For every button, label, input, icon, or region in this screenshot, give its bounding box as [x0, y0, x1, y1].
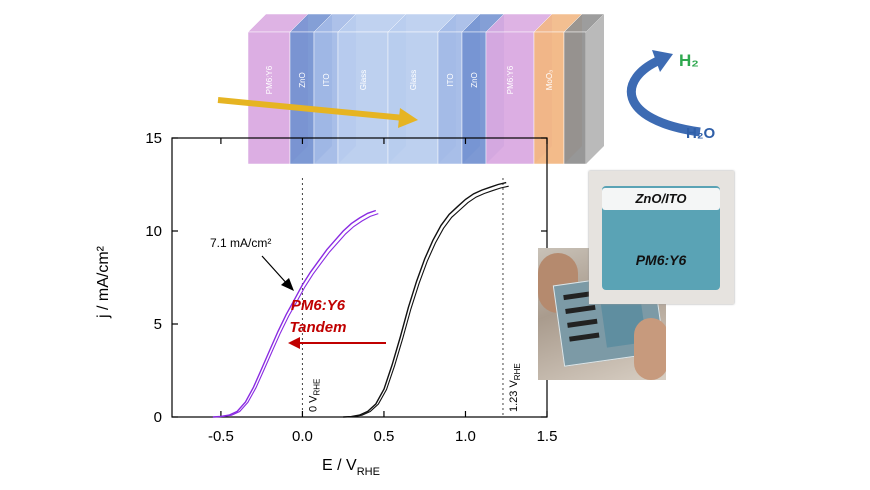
axis-ticks: -0.5 0.0 0.5 1.0 1.5 0 5 10 15 — [145, 130, 557, 445]
x-tick-label: 0.5 — [374, 428, 395, 445]
plot-frame — [171, 137, 548, 418]
y-tick-label: 10 — [145, 223, 162, 240]
x-tick-label: -0.5 — [208, 428, 234, 445]
reference-lines: 0 VRHE 1.23 VRHE — [301, 178, 522, 417]
electrode-main-label: PM6:Y6 — [635, 252, 687, 268]
series-line — [343, 181, 507, 418]
series-label-arrowhead — [288, 337, 300, 349]
light-arrow — [217, 97, 418, 128]
x-tick-label: 1.0 — [455, 428, 476, 445]
stack-layer-label: ZnO — [298, 72, 307, 88]
x-axis-label-sub: RHE — [357, 466, 380, 478]
stack-layer-label: ZnO — [470, 72, 479, 88]
zno-ito-strip — [602, 188, 720, 210]
h2-label: H₂ — [679, 51, 699, 70]
x-axis-label-main: E / V — [322, 457, 357, 474]
stack-layer-label: ITO — [446, 73, 455, 86]
series-line-reverse — [345, 185, 509, 418]
y-axis-label: j / mA/cm² — [95, 245, 112, 319]
annotation-arrowhead — [281, 278, 294, 291]
stack-layer-label: ITO — [322, 73, 331, 86]
stack-layer — [563, 13, 605, 165]
reference-line-label: 1.23 VRHE — [508, 363, 522, 412]
reference-line-label: 0 VRHE — [307, 379, 321, 412]
x-tick-label: 0.0 — [292, 428, 313, 445]
thumb-shape — [634, 318, 666, 380]
stack-layer-label: Glass — [359, 70, 368, 90]
electrode-film: ZnO/ITO PM6:Y6 — [602, 186, 720, 290]
y-tick-label: 5 — [154, 316, 162, 333]
current-density-annotation: 7.1 mA/cm² — [210, 236, 271, 250]
x-axis-label: E / VRHE — [322, 457, 380, 478]
stack-layer-label: MoO₃ — [545, 70, 554, 91]
x-tick-label: 1.5 — [537, 428, 558, 445]
h2o-label: H₂O — [686, 125, 715, 142]
electrode-top-label: ZnO/ITO — [635, 191, 687, 206]
y-tick-label: 15 — [145, 130, 162, 147]
stack-layer-label: PM6:Y6 — [506, 65, 515, 94]
stack-layer-label: PM6:Y6 — [265, 65, 274, 94]
y-tick-label: 0 — [154, 409, 162, 426]
data-series — [212, 181, 509, 418]
jv-chart: 0 VRHE 1.23 VRHE -0.5 0.0 0.5 1.0 1.5 0 5 10 15 E… — [95, 130, 557, 478]
device-stack-diagram: PM6:Y6 ZnO ITO Glass Glass ITO ZnO PM6:Y6 MoO₃ — [247, 13, 605, 165]
series-label-line1: PM6:Y6 — [291, 297, 346, 314]
annotation-pointer — [261, 255, 290, 287]
electrode-photo: ZnO/ITO PM6:Y6 — [589, 171, 734, 304]
series-line-reverse — [215, 213, 379, 418]
water-splitting-arrow: H₂ H₂O — [626, 50, 715, 142]
series-label-line2: Tandem — [290, 319, 347, 336]
series-line — [212, 209, 377, 418]
stack-layer-label: Glass — [409, 70, 418, 90]
